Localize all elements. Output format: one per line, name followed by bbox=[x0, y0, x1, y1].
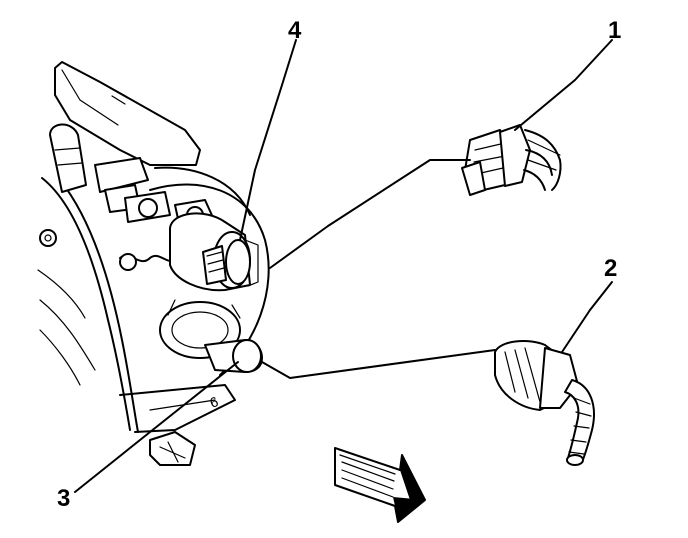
callout-4: 4 bbox=[288, 17, 302, 44]
connector-2 bbox=[494, 339, 595, 466]
callout-3: 3 bbox=[57, 485, 70, 512]
callout-2: 2 bbox=[604, 255, 617, 282]
engine-housing: 6 bbox=[37, 61, 270, 466]
leader-lines bbox=[74, 39, 613, 493]
direction-arrow-icon bbox=[334, 447, 426, 523]
sensor-3 bbox=[159, 299, 263, 373]
sensor-4 bbox=[169, 212, 259, 292]
casting-marking: 6 bbox=[208, 393, 221, 411]
callout-1: 1 bbox=[608, 17, 621, 44]
connector-1 bbox=[461, 124, 562, 196]
